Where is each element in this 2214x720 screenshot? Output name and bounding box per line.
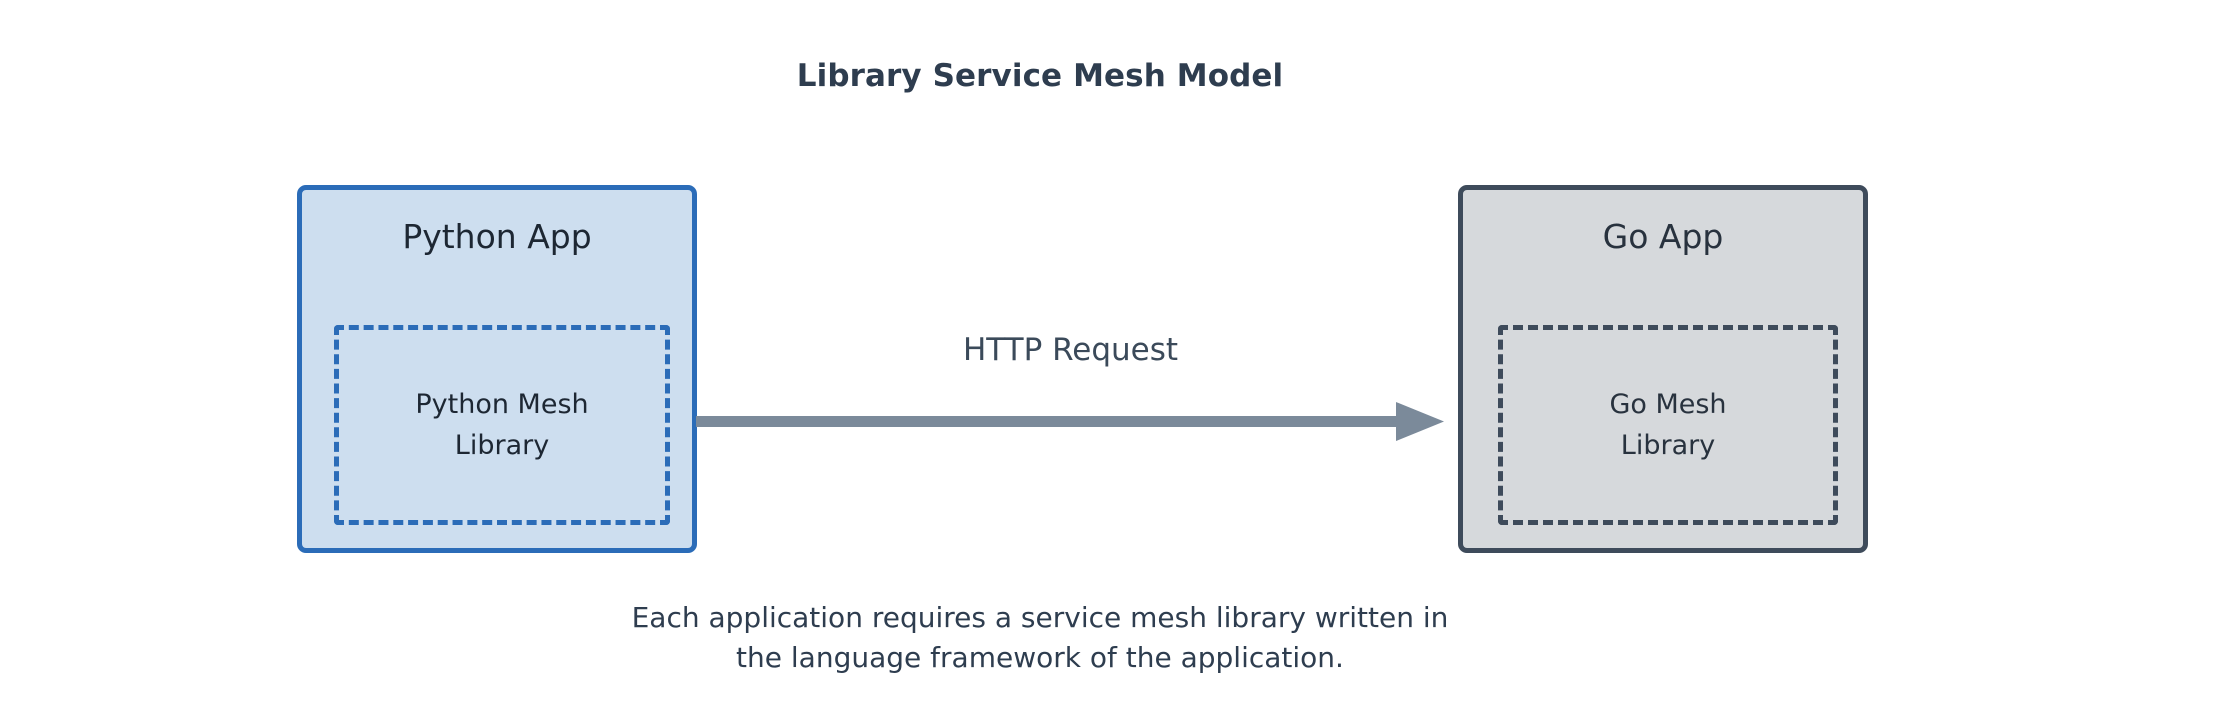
caption-line-2: the language framework of the applicatio… xyxy=(736,640,1344,674)
go-mesh-library-label: Go Mesh Library xyxy=(1609,384,1726,466)
caption-line-1: Each application requires a service mesh… xyxy=(631,601,1449,634)
http-request-arrow xyxy=(696,402,1444,441)
go-app-box: Go App Go Mesh Library xyxy=(1458,185,1868,553)
diagram-caption: Each application requires a service mesh… xyxy=(0,598,2080,678)
page-title: Library Service Mesh Model xyxy=(796,58,1284,94)
python-app-label: Python App xyxy=(402,217,592,256)
arrow-head-icon xyxy=(1396,402,1444,441)
python-mesh-library-label-line2: Library xyxy=(454,430,550,461)
http-request-label: HTTP Request xyxy=(962,332,1179,368)
go-mesh-library-label-line2: Library xyxy=(1620,430,1716,461)
python-app-box: Python App Python Mesh Library xyxy=(297,185,697,553)
python-mesh-library-box: Python Mesh Library xyxy=(334,325,670,525)
go-app-label: Go App xyxy=(1602,217,1724,256)
python-mesh-library-label-line1: Python Mesh xyxy=(415,388,589,420)
python-mesh-library-label: Python Mesh Library xyxy=(415,384,588,466)
go-mesh-library-label-line1: Go Mesh xyxy=(1609,388,1727,420)
go-mesh-library-box: Go Mesh Library xyxy=(1498,325,1838,525)
